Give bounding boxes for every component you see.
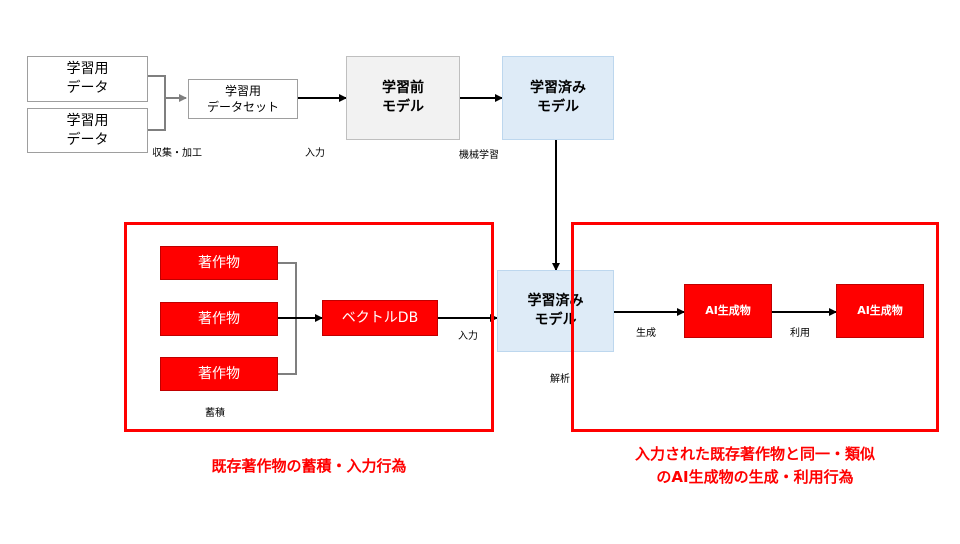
- accumulation-region-box: [124, 222, 494, 432]
- copyrighted-work-box-3: 著作物: [160, 357, 278, 391]
- trained-model-box: 学習済み モデル: [502, 56, 614, 140]
- generate-label: 生成: [636, 328, 656, 339]
- generation-region-box: [571, 222, 939, 432]
- collect-process-label: 収集・加工: [152, 148, 202, 159]
- ai-output-box-2: AI生成物: [836, 284, 924, 338]
- ai-output-box-1: AI生成物: [684, 284, 772, 338]
- training-input-label: 入力: [305, 148, 325, 159]
- analysis-label: 解析: [550, 374, 570, 385]
- use-label: 利用: [790, 328, 810, 339]
- machine-learning-label: 機械学習: [459, 150, 499, 161]
- copyrighted-work-box-2: 著作物: [160, 302, 278, 336]
- left-region-caption: 既存著作物の蓄積・入力行為: [211, 457, 407, 475]
- training-dataset-box: 学習用 データセット: [188, 79, 298, 119]
- training-data-box-1: 学習用 データ: [27, 56, 148, 102]
- pre-training-model-box: 学習前 モデル: [346, 56, 460, 140]
- copyrighted-work-box-1: 著作物: [160, 246, 278, 280]
- vector-db-box: ベクトルDB: [322, 300, 438, 336]
- rag-input-label: 入力: [458, 331, 478, 342]
- data1-to-merge-line: [148, 75, 166, 98]
- training-data-box-2: 学習用 データ: [27, 108, 148, 153]
- work3-to-merge-line: [278, 318, 297, 375]
- work1-to-merge-line: [278, 262, 297, 318]
- right-region-caption: 入力された既存著作物と同一・類似 のAI生成物の生成・利用行為: [634, 445, 875, 486]
- data2-to-merge-line: [148, 98, 166, 131]
- rag-trained-model-box: 学習済み モデル: [497, 270, 614, 352]
- accumulate-label: 蓄積: [205, 408, 225, 419]
